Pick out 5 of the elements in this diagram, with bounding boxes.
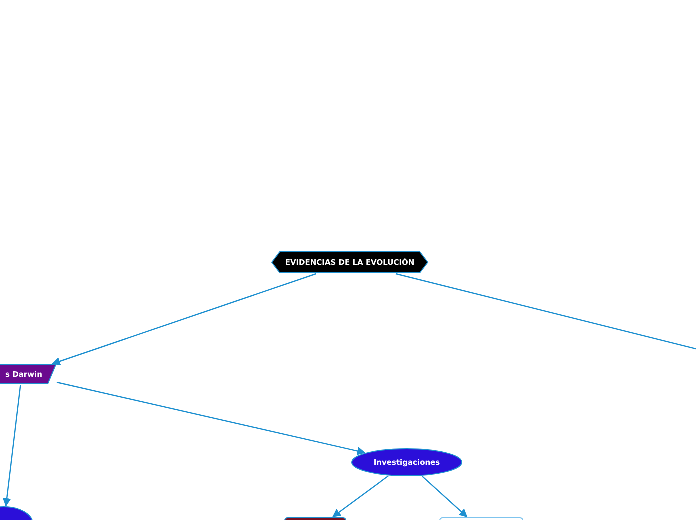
arrow xyxy=(56,382,366,456)
arrow xyxy=(332,476,389,518)
arrow xyxy=(422,476,468,518)
arrow xyxy=(2,384,22,507)
arrow xyxy=(52,273,317,366)
